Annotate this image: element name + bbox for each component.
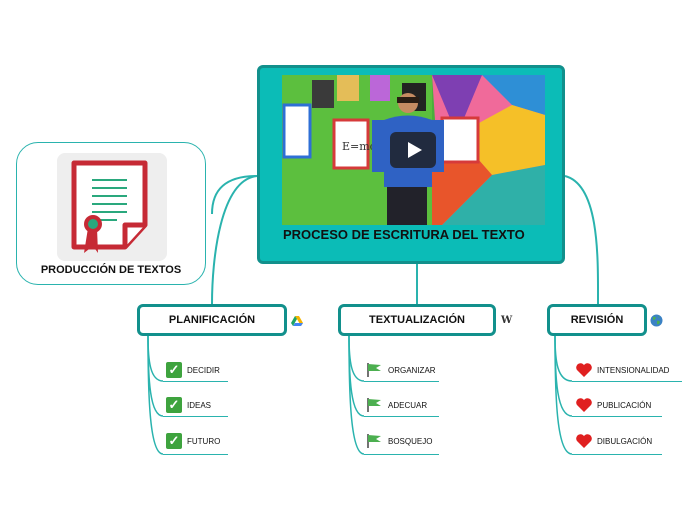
flag-icon [366,362,382,378]
heart-icon [575,397,593,413]
leaf-underline [572,381,682,382]
check-icon: ✓ [166,397,182,413]
check-icon: ✓ [166,433,182,449]
globe-icon[interactable] [650,314,663,327]
branch-label: PLANIFICACIÓN [169,314,255,326]
side-topic-produccion[interactable]: PRODUCCIÓN DE TEXTOS [16,142,206,285]
leaf-publicacion[interactable]: PUBLICACIÓN [597,401,651,410]
flag-icon [366,397,382,413]
leaf-underline [163,454,228,455]
flag-icon [366,433,382,449]
leaf-dibulgacion[interactable]: DIBULGACIÓN [597,437,652,446]
leaf-underline [364,416,439,417]
branch-label: TEXTUALIZACIÓN [369,314,465,326]
branch-revision[interactable]: REVISIÓN [547,304,647,336]
heart-icon [575,433,593,449]
wikipedia-icon[interactable]: W [501,315,512,326]
central-topic-title: PROCESO DE ESCRITURA DEL TEXTO [283,227,543,242]
leaf-adecuar[interactable]: ADECUAR [388,401,427,410]
leaf-ideas[interactable]: IDEAS [187,401,211,410]
branch-label: REVISIÓN [571,314,624,326]
leaf-decidir[interactable]: DECIDIR [187,366,220,375]
leaf-underline [163,381,228,382]
leaf-underline [572,416,662,417]
google-drive-icon[interactable] [291,314,303,326]
leaf-underline [163,416,228,417]
leaf-underline [572,454,662,455]
video-thumbnail[interactable]: E=mc² [282,75,545,225]
side-topic-title: PRODUCCIÓN DE TEXTOS [17,264,205,276]
leaf-futuro[interactable]: FUTURO [187,437,220,446]
central-topic[interactable]: E=mc² PROCESO DE ESCRITURA DEL TEXTO [257,65,565,264]
certificate-document-icon [57,153,167,261]
leaf-organizar[interactable]: ORGANIZAR [388,366,436,375]
check-icon: ✓ [166,362,182,378]
leaf-intensionalidad[interactable]: INTENSIONALIDAD [597,366,669,375]
leaf-underline [364,381,439,382]
play-icon[interactable] [390,132,436,168]
heart-icon [575,362,593,378]
branch-textualizacion[interactable]: TEXTUALIZACIÓN [338,304,496,336]
branch-planificacion[interactable]: PLANIFICACIÓN [137,304,287,336]
leaf-bosquejo[interactable]: BOSQUEJO [388,437,432,446]
leaf-underline [364,454,439,455]
